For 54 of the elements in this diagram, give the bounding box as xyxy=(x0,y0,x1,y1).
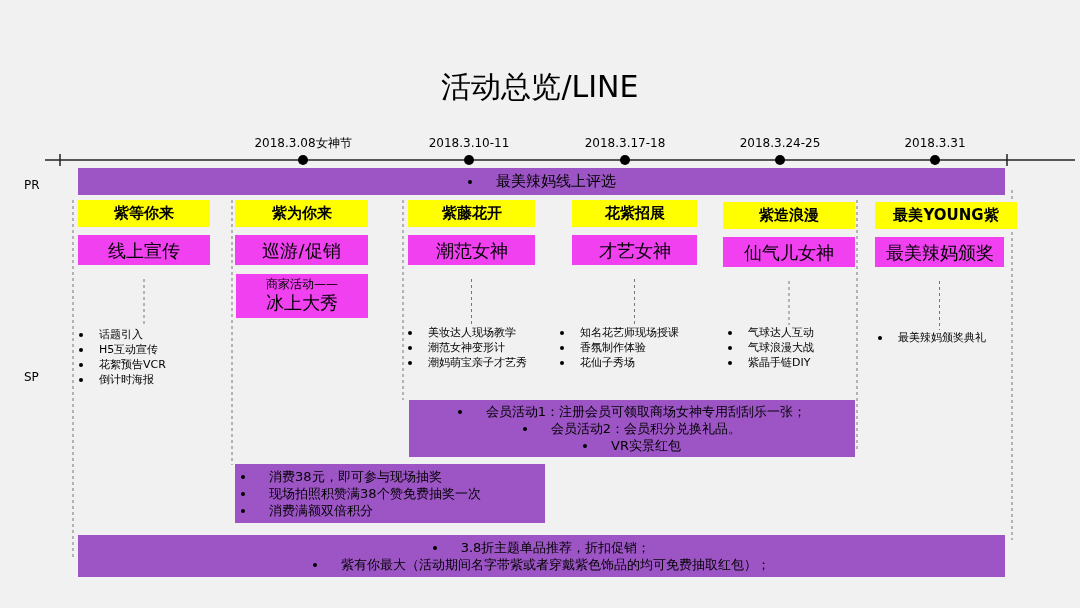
theme-box: 最美YOUNG紫 xyxy=(875,202,1017,229)
bar-text: 会员活动2：会员积分兑换礼品。 xyxy=(550,420,742,437)
list-item: 话题引入 xyxy=(99,327,143,342)
row-label: SP xyxy=(24,369,39,386)
date-label: 2018.3.08女神节 xyxy=(254,135,352,152)
bar-text: 最美辣妈线上评选 xyxy=(495,173,616,190)
activity-bar xyxy=(78,535,1005,577)
list-item: 潮范女神变形计 xyxy=(428,340,505,355)
activity-box xyxy=(236,274,368,318)
activity-bar xyxy=(78,168,1005,195)
list-item: 最美辣妈颁奖典礼 xyxy=(898,330,986,345)
theme-box: 紫为你来 xyxy=(235,200,368,227)
row-label: PR xyxy=(24,177,40,194)
activity-box: 仙气儿女神 xyxy=(723,237,855,267)
activity-box: 最美辣妈颁奖 xyxy=(875,237,1004,267)
list-item: 花仙子秀场 xyxy=(580,355,635,370)
bar-text: 现场拍照积赞满38个赞免费抽奖一次 xyxy=(269,485,481,502)
activity-box: 才艺女神 xyxy=(572,235,697,265)
date-label: 2018.3.10-11 xyxy=(428,135,510,152)
list-item: 美妆达人现场教学 xyxy=(428,325,516,340)
bar-text: 消费满额双倍积分 xyxy=(269,502,373,519)
bar-text: 会员活动1：注册会员可领取商场女神专用刮刮乐一张； xyxy=(485,403,807,420)
activity-box: 线上宣传 xyxy=(78,235,210,265)
box-title: 冰上大秀 xyxy=(266,292,338,315)
leader-line xyxy=(471,278,472,326)
activity-bar xyxy=(409,400,855,457)
theme-box: 紫藤花开 xyxy=(408,200,535,227)
leader-line xyxy=(788,280,790,326)
leader-line xyxy=(634,278,635,326)
date-label: 2018.3.24-25 xyxy=(739,135,821,152)
theme-box: 紫造浪漫 xyxy=(723,202,855,229)
date-label: 2018.3.31 xyxy=(904,135,966,152)
list-item: H5互动宣传 xyxy=(99,342,159,357)
title: 活动总览/LINE xyxy=(440,68,640,106)
theme-box: 花紫招展 xyxy=(572,200,697,227)
activity-box: 潮范女神 xyxy=(408,235,535,265)
list-item: 气球浪漫大战 xyxy=(748,340,814,355)
bar-text: 紫有你最大（活动期间名字带紫或者穿戴紫色饰品的均可免费抽取红包）； xyxy=(341,556,770,573)
list-item: 紫晶手链DIY xyxy=(748,355,811,370)
bar-text: VR实景红包 xyxy=(611,437,681,454)
list-item: 潮妈萌宝亲子才艺秀 xyxy=(428,355,527,370)
date-label: 2018.3.17-18 xyxy=(584,135,666,152)
box-subtitle: 商家活动—— xyxy=(266,277,338,293)
activity-bar xyxy=(235,464,545,523)
bar-text: 3.8折主题单品推荐，折扣促销； xyxy=(460,539,651,556)
bar-text: 消费38元，即可参与现场抽奖 xyxy=(269,468,442,485)
activity-box: 巡游/促销 xyxy=(235,235,368,265)
theme-box: 紫等你来 xyxy=(78,200,210,227)
leader-line xyxy=(939,280,940,331)
list-item: 香氛制作体验 xyxy=(580,340,646,355)
list-item: 倒计时海报 xyxy=(99,372,154,387)
list-item: 知名花艺师现场授课 xyxy=(580,325,679,340)
list-item: 气球达人互动 xyxy=(748,325,814,340)
list-item: 花絮预告VCR xyxy=(99,357,166,372)
